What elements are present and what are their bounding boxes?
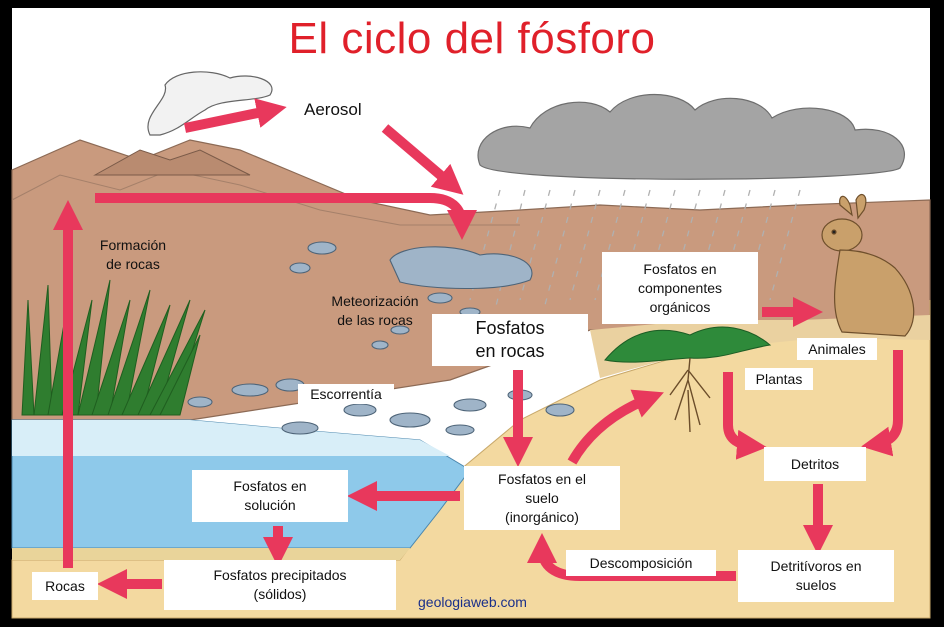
box-fosfatos-rocas: Fosfatos en rocas: [432, 314, 588, 366]
label-escorrentia: Escorrentía: [298, 384, 394, 404]
rain-icon: [469, 189, 801, 311]
arrows: [53, 98, 903, 599]
source-credit: geologiaweb.com: [418, 594, 527, 610]
label-aerosol: Aerosol: [304, 100, 362, 119]
cloud-icon: [477, 94, 906, 180]
plant-icon: [604, 326, 772, 433]
mountain-contour: [11, 169, 520, 226]
volcano-icon: [93, 71, 273, 176]
arrow-detritivores-to-soil: [527, 533, 736, 581]
label-meteorizacion: Meteorización de las rocas: [331, 293, 419, 328]
arrow-aerosol-down: [381, 124, 464, 195]
label-formacion-rocas: Formación de rocas: [99, 237, 167, 272]
arrow-plants-to-detritus: [723, 372, 767, 460]
arrow-animals-to-detritus: [861, 350, 903, 457]
box-detritos: Detritos: [764, 447, 866, 481]
box-fosfatos-suelo: Fosfatos en el suelo (inorgánico): [464, 466, 620, 530]
page-title: El ciclo del fósforo: [288, 14, 656, 63]
arrow-top-to-weathering: [95, 193, 477, 240]
box-fosfatos-organicos: Fosfatos en componentes orgánicos: [602, 252, 758, 324]
rabbit-icon: [821, 193, 915, 337]
box-descomposicion: Descomposición: [566, 550, 716, 576]
label-plantas: Plantas: [745, 368, 813, 390]
sediment-layer: [12, 548, 410, 560]
box-detritivoros: Detritívoros en suelos: [738, 550, 894, 602]
arrow-soil-to-plants: [567, 389, 664, 465]
water-surface: [12, 420, 450, 456]
box-rocas: Rocas: [32, 572, 98, 600]
box-fosfatos-precipitados: Fosfatos precipitados (sólidos): [164, 560, 396, 610]
arrow-volcano-to-aerosol: [183, 98, 287, 133]
reeds-icon: [21, 279, 206, 416]
box-fosfatos-solucion: Fosfatos en solución: [192, 470, 348, 522]
label-animales: Animales: [797, 338, 877, 360]
stones-icon: [187, 241, 575, 436]
